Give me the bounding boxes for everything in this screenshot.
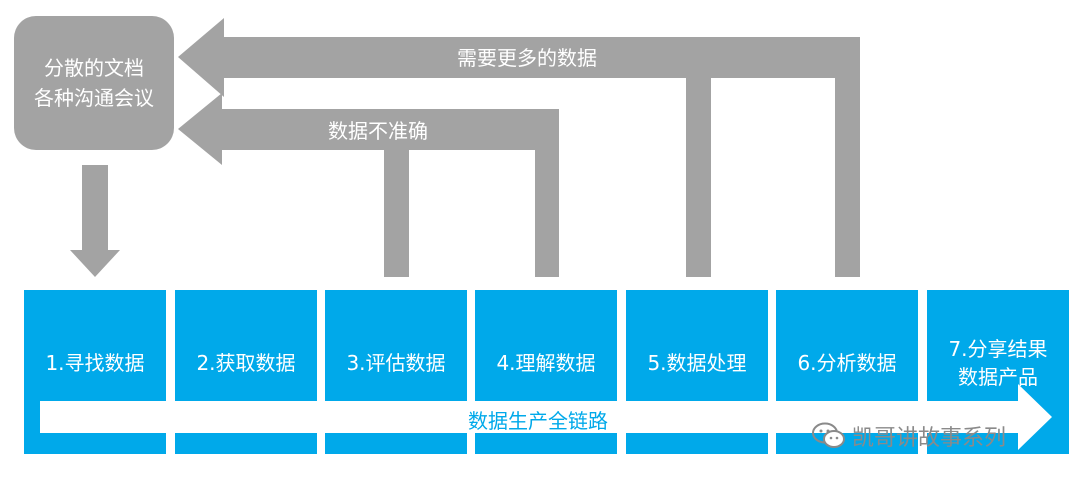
step-label: 6.分析数据: [797, 351, 897, 375]
more-data-label: 需要更多的数据: [457, 46, 597, 70]
inaccurate-data-label: 数据不准确: [328, 119, 428, 143]
step-label: 2.获取数据: [196, 351, 296, 375]
step-label-2: 数据产品: [958, 365, 1038, 389]
source-box: 分散的文档 各种沟通会议: [14, 16, 174, 150]
watermark-text: 凯哥讲故事系列: [852, 426, 1007, 451]
chain-label: 数据生产全链路: [468, 409, 608, 433]
step-label: 7.分享结果: [948, 337, 1048, 361]
step-label: 3.评估数据: [346, 351, 446, 375]
source-line-2: 各种沟通会议: [34, 86, 154, 110]
down-arrow: [70, 165, 120, 277]
step-label: 1.寻找数据: [45, 351, 145, 375]
more-data-arrow: [178, 18, 860, 277]
watermark: 凯哥讲故事系列: [812, 420, 1006, 452]
inaccurate-data-arrow: [178, 93, 559, 277]
step-label: 4.理解数据: [496, 351, 596, 375]
chat-icon: [812, 422, 845, 448]
step-label: 5.数据处理: [647, 351, 747, 375]
source-line-1: 分散的文档: [44, 56, 144, 80]
